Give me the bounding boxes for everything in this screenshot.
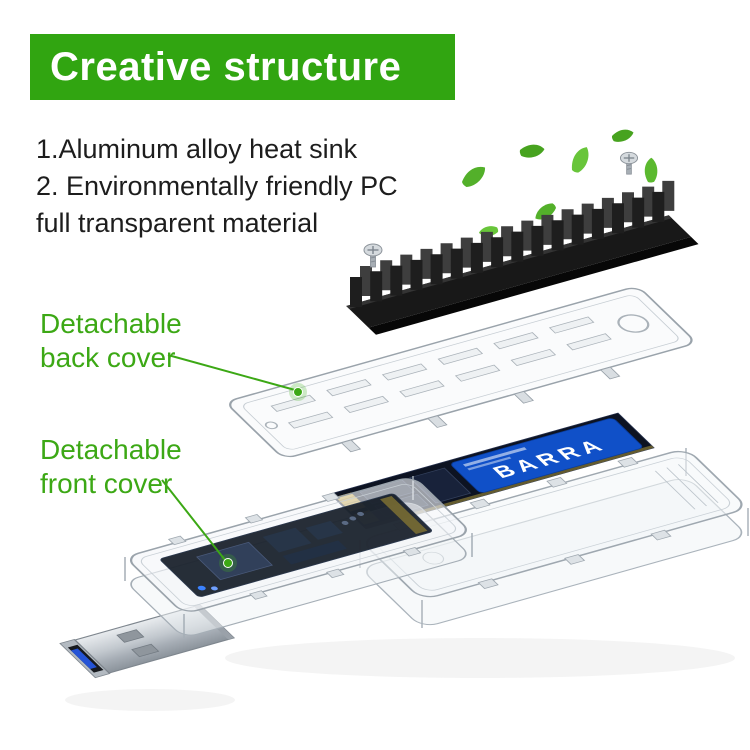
controller-chip: [196, 541, 273, 581]
status-led: [197, 585, 206, 591]
callout-front-line2: front cover: [40, 468, 173, 499]
usb-shell-hole: [116, 629, 145, 643]
heatsink-base: [346, 215, 699, 335]
vent-slots-row1: [270, 316, 595, 412]
status-led: [210, 586, 218, 591]
front-cover-top: [129, 478, 467, 612]
feature-line-3: full transparent material: [36, 208, 319, 238]
title-banner: Creative structure: [30, 34, 455, 100]
cover-screw-hole: [264, 421, 278, 430]
plug-shadow: [65, 689, 235, 711]
usb-shell-hole: [131, 643, 160, 658]
vent-slots-row2: [287, 333, 612, 429]
cover-clips: [340, 366, 621, 453]
callout-leader-front: [161, 479, 237, 572]
cover-round-hole: [617, 314, 650, 333]
callout-back-cover: Detachable back cover: [40, 307, 182, 375]
m2-slot-contacts: [380, 495, 428, 535]
detachable-back-cover: [229, 287, 693, 458]
callout-dot-back: [293, 387, 303, 397]
callout-front-line1: Detachable: [40, 434, 182, 465]
usb-tongue: [70, 648, 97, 670]
screw-icon: [619, 151, 639, 175]
aluminum-heatsink: [346, 180, 699, 335]
detachable-front-cover: [124, 476, 473, 638]
device-shadow: [225, 638, 735, 678]
page-title: Creative structure: [50, 44, 402, 89]
screw-icon: [363, 243, 383, 268]
callout-back-line1: Detachable: [40, 308, 182, 339]
feature-line-2: 2. Environmentally friendly PC: [36, 171, 398, 201]
callout-dot-front: [223, 558, 233, 568]
callout-front-cover: Detachable front cover: [40, 433, 182, 501]
feature-line-1: 1.Aluminum alloy heat sink: [36, 134, 358, 164]
callout-leader-back: [167, 354, 307, 401]
feature-list: 1.Aluminum alloy heat sink 2. Environmen…: [36, 131, 398, 242]
callout-back-line2: back cover: [40, 342, 176, 373]
